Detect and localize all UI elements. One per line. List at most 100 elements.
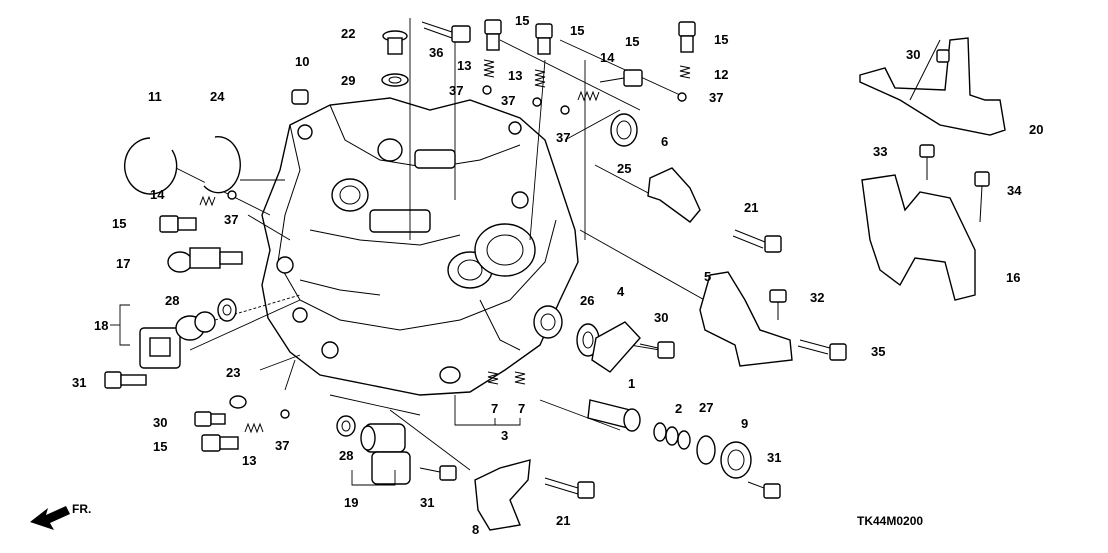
callout-21-b: 21 bbox=[556, 513, 570, 528]
spring-13-a bbox=[483, 59, 495, 78]
o-ring-28-upper bbox=[217, 298, 237, 322]
callout-22: 22 bbox=[341, 26, 355, 41]
bolt-31-bottom bbox=[419, 465, 457, 481]
bolt-15-top-a bbox=[484, 19, 502, 51]
callout-19: 19 bbox=[344, 495, 358, 510]
bolt-21-bottom bbox=[544, 477, 595, 499]
bracket-16 bbox=[861, 174, 976, 301]
callout-15-f: 15 bbox=[153, 439, 167, 454]
spring-12 bbox=[679, 65, 691, 79]
callout-35: 35 bbox=[871, 344, 885, 359]
callout-27: 27 bbox=[699, 400, 713, 415]
spring-13-bottom bbox=[244, 422, 264, 434]
spring-7-a bbox=[487, 371, 499, 385]
callout-37-b: 37 bbox=[501, 93, 515, 108]
ball-37-e bbox=[227, 190, 237, 200]
callout-15-e: 15 bbox=[112, 216, 126, 231]
callout-37-c: 37 bbox=[556, 130, 570, 145]
callout-13-c: 13 bbox=[242, 453, 256, 468]
callout-labels: 1 2 3 4 5 6 7 7 7 8 9 10 11 12 13 13 13 … bbox=[72, 13, 1043, 537]
sensor-17 bbox=[167, 247, 243, 273]
callout-31-c: 31 bbox=[767, 450, 781, 465]
bolt-15-left bbox=[159, 215, 197, 233]
callout-17: 17 bbox=[116, 256, 130, 271]
callout-36: 36 bbox=[429, 45, 443, 60]
callout-25: 25 bbox=[617, 161, 631, 176]
callout-15-d: 15 bbox=[714, 32, 728, 47]
callout-31-a: 31 bbox=[72, 375, 86, 390]
callout-24: 24 bbox=[210, 89, 225, 104]
callout-5: 5 bbox=[704, 269, 711, 284]
callout-30-c: 30 bbox=[153, 415, 167, 430]
callout-13-b: 13 bbox=[508, 68, 522, 83]
snap-ring-11 bbox=[123, 137, 178, 195]
bolt-30-top-right bbox=[936, 49, 950, 63]
callout-18: 18 bbox=[94, 318, 108, 333]
callout-23: 23 bbox=[226, 365, 240, 380]
bolt-33 bbox=[919, 144, 935, 180]
spring-13-b bbox=[534, 69, 546, 88]
callout-15-b: 15 bbox=[570, 23, 584, 38]
callout-16: 16 bbox=[1006, 270, 1020, 285]
small-parts bbox=[104, 19, 1006, 531]
callout-4: 4 bbox=[617, 284, 625, 299]
front-arrow-icon bbox=[30, 506, 70, 530]
ball-37-b bbox=[532, 97, 542, 107]
callout-7-a: 7 bbox=[491, 401, 498, 416]
spring-14-top bbox=[577, 90, 600, 102]
callout-37-e: 37 bbox=[224, 212, 238, 227]
seal-9 bbox=[720, 441, 752, 479]
callout-12: 12 bbox=[714, 67, 728, 82]
bolt-15-bottom bbox=[201, 434, 239, 452]
bolt-30-bottom bbox=[194, 411, 226, 427]
leader-lines bbox=[159, 18, 741, 471]
callout-32: 32 bbox=[810, 290, 824, 305]
ball-37-f bbox=[280, 409, 290, 419]
bracket-20 bbox=[859, 37, 1006, 136]
ring-27 bbox=[696, 435, 716, 465]
bolt-21-right bbox=[732, 229, 782, 253]
bolt-36 bbox=[421, 21, 471, 43]
callout-37-a: 37 bbox=[449, 83, 463, 98]
bolt-30-mid bbox=[639, 341, 675, 359]
callout-20: 20 bbox=[1029, 122, 1043, 137]
callout-28-b: 28 bbox=[339, 448, 353, 463]
callout-3: 3 bbox=[501, 428, 508, 443]
callout-28-a: 28 bbox=[165, 293, 179, 308]
callout-brackets bbox=[110, 304, 521, 486]
transmission-case bbox=[261, 97, 579, 396]
callout-30-a: 30 bbox=[906, 47, 920, 62]
ball-37-c bbox=[560, 105, 570, 115]
front-direction-indicator: FR. bbox=[30, 502, 91, 530]
callout-7-b: 7 bbox=[518, 401, 525, 416]
bracket-5 bbox=[699, 271, 793, 367]
bolt-31-right bbox=[747, 481, 781, 499]
snap-ring-24 bbox=[203, 135, 241, 194]
callout-13-a: 13 bbox=[457, 58, 471, 73]
rings-2 bbox=[653, 422, 691, 450]
bracket-8 bbox=[474, 459, 531, 531]
sensor-18 bbox=[139, 311, 216, 369]
bolt-32 bbox=[769, 289, 787, 320]
bolt-34 bbox=[974, 171, 990, 223]
diagram-code: TK44M0200 bbox=[857, 514, 923, 528]
callout-15-a: 15 bbox=[515, 13, 529, 28]
bolt-15-mid bbox=[599, 69, 643, 87]
callout-31-b: 31 bbox=[420, 495, 434, 510]
bolt-15-top-c bbox=[678, 21, 696, 53]
callout-1: 1 bbox=[628, 376, 635, 391]
ball-37-d bbox=[677, 92, 687, 102]
front-label: FR. bbox=[72, 502, 91, 516]
washer-29 bbox=[381, 73, 409, 87]
callout-14-b: 14 bbox=[150, 187, 165, 202]
cover-4 bbox=[591, 321, 641, 373]
clip-10 bbox=[291, 89, 309, 105]
plug-22 bbox=[382, 30, 408, 55]
callout-8: 8 bbox=[472, 522, 479, 537]
shaft-1 bbox=[587, 399, 641, 432]
callout-11: 11 bbox=[148, 89, 162, 104]
bolt-35 bbox=[797, 339, 847, 361]
spring-14-left bbox=[199, 195, 216, 207]
callout-33: 33 bbox=[873, 144, 887, 159]
